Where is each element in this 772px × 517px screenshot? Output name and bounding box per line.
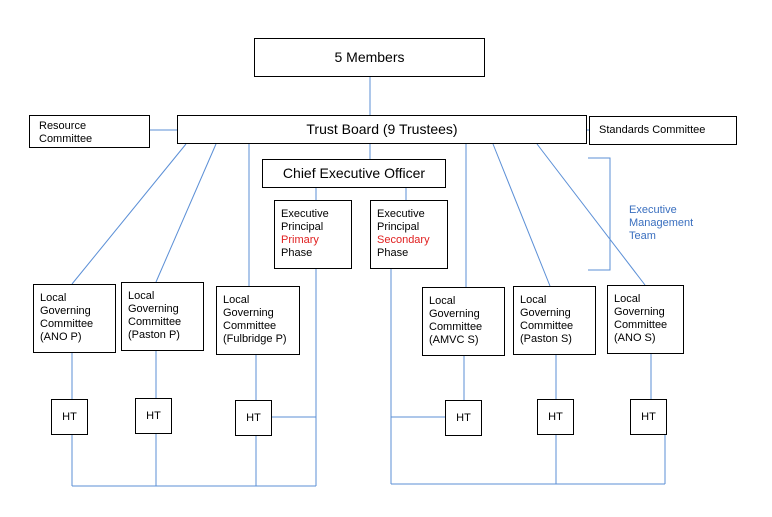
connector-board-lgc-pastons xyxy=(492,143,551,287)
standards-committee-box: Standards Committee xyxy=(589,116,737,145)
lgc-line: Committee xyxy=(40,318,94,330)
lgc-line: Local xyxy=(520,294,547,306)
lgc-line: Governing xyxy=(40,305,91,317)
members-box: 5 Members xyxy=(254,38,485,77)
lgc-line: Local xyxy=(40,292,67,304)
resource-committee-line-2: Committee xyxy=(39,133,93,145)
lgc-line: Committee xyxy=(223,320,277,332)
lgc-line: Local xyxy=(614,293,641,305)
ht-box: HT xyxy=(630,399,667,435)
executive-management-team-label: Executive Management Team xyxy=(629,204,693,243)
connector-board-lgc-pastonp xyxy=(155,143,217,283)
ht-box: HT xyxy=(135,398,172,434)
exec-team-line-3: Team xyxy=(629,230,656,242)
ep-secondary-phase-highlight: Secondary xyxy=(377,234,430,246)
lgc-line: Local xyxy=(128,290,155,302)
exec-team-line-1: Executive xyxy=(629,204,677,216)
lgc-line: Committee xyxy=(429,321,483,333)
trust-board-label: Trust Board (9 Trustees) xyxy=(306,121,458,137)
exec-team-line-2: Management xyxy=(629,217,694,229)
ht-box: HT xyxy=(51,399,88,435)
ep-primary-line-4: Phase xyxy=(281,247,313,259)
lgc-line: Governing xyxy=(128,303,179,315)
lgc-line: Governing xyxy=(614,306,665,318)
lgc-school: (AMVC S) xyxy=(429,334,479,346)
lgc-box-ano-p: Local Governing Committee (ANO P) xyxy=(33,284,116,353)
ht-label: HT xyxy=(641,410,656,423)
ht-box: HT xyxy=(537,399,574,435)
lgc-box-paston-p: Local Governing Committee (Paston P) xyxy=(121,282,204,351)
lgc-line: Local xyxy=(429,295,456,307)
lgc-line: Governing xyxy=(429,308,480,320)
lgc-box-paston-s: Local Governing Committee (Paston S) xyxy=(513,286,596,355)
connector-board-lgc-anop xyxy=(71,143,187,285)
ht-label: HT xyxy=(548,410,563,423)
lgc-line: Local xyxy=(223,294,250,306)
ht-box: HT xyxy=(235,400,272,436)
ht-label: HT xyxy=(246,411,261,424)
lgc-box-amvc-s: Local Governing Committee (AMVC S) xyxy=(422,287,505,356)
exec-team-brace xyxy=(588,157,611,271)
lgc-school: (ANO P) xyxy=(40,331,82,343)
lgc-box-fulbridge-p: Local Governing Committee (Fulbridge P) xyxy=(216,286,300,355)
resource-committee-line-1: Resource xyxy=(39,120,87,132)
lgc-school: (Paston P) xyxy=(128,329,180,341)
lgc-line: Committee xyxy=(614,319,668,331)
members-label: 5 Members xyxy=(334,49,405,65)
ht-label: HT xyxy=(146,409,161,422)
ht-label: HT xyxy=(62,410,77,423)
lgc-line: Governing xyxy=(223,307,274,319)
ht-label: HT xyxy=(456,411,471,424)
connector-board-lgc-anos xyxy=(536,143,646,286)
ceo-label: Chief Executive Officer xyxy=(282,165,426,181)
ep-primary-line-2: Principal xyxy=(281,221,324,233)
ep-primary-line-1: Executive xyxy=(281,208,329,220)
ep-secondary-line-4: Phase xyxy=(377,247,409,259)
lgc-school: (Paston S) xyxy=(520,333,572,345)
lgc-school: (ANO S) xyxy=(614,332,656,344)
trust-board-box: Trust Board (9 Trustees) xyxy=(177,115,587,144)
ht-box: HT xyxy=(445,400,482,436)
standards-committee-label: Standards Committee xyxy=(599,124,706,136)
ep-primary-phase-highlight: Primary xyxy=(281,234,319,246)
ep-secondary-line-2: Principal xyxy=(377,221,420,233)
lgc-line: Committee xyxy=(128,316,182,328)
ceo-box: Chief Executive Officer xyxy=(262,159,446,188)
lgc-box-ano-s: Local Governing Committee (ANO S) xyxy=(607,285,684,354)
lgc-school: (Fulbridge P) xyxy=(223,333,287,345)
ep-secondary-line-1: Executive xyxy=(377,208,425,220)
executive-principal-primary-box: Executive Principal Primary Phase xyxy=(274,200,352,269)
resource-committee-box: Resource Committee xyxy=(29,115,150,148)
lgc-line: Committee xyxy=(520,320,574,332)
executive-principal-secondary-box: Executive Principal Secondary Phase xyxy=(370,200,448,269)
lgc-line: Governing xyxy=(520,307,571,319)
